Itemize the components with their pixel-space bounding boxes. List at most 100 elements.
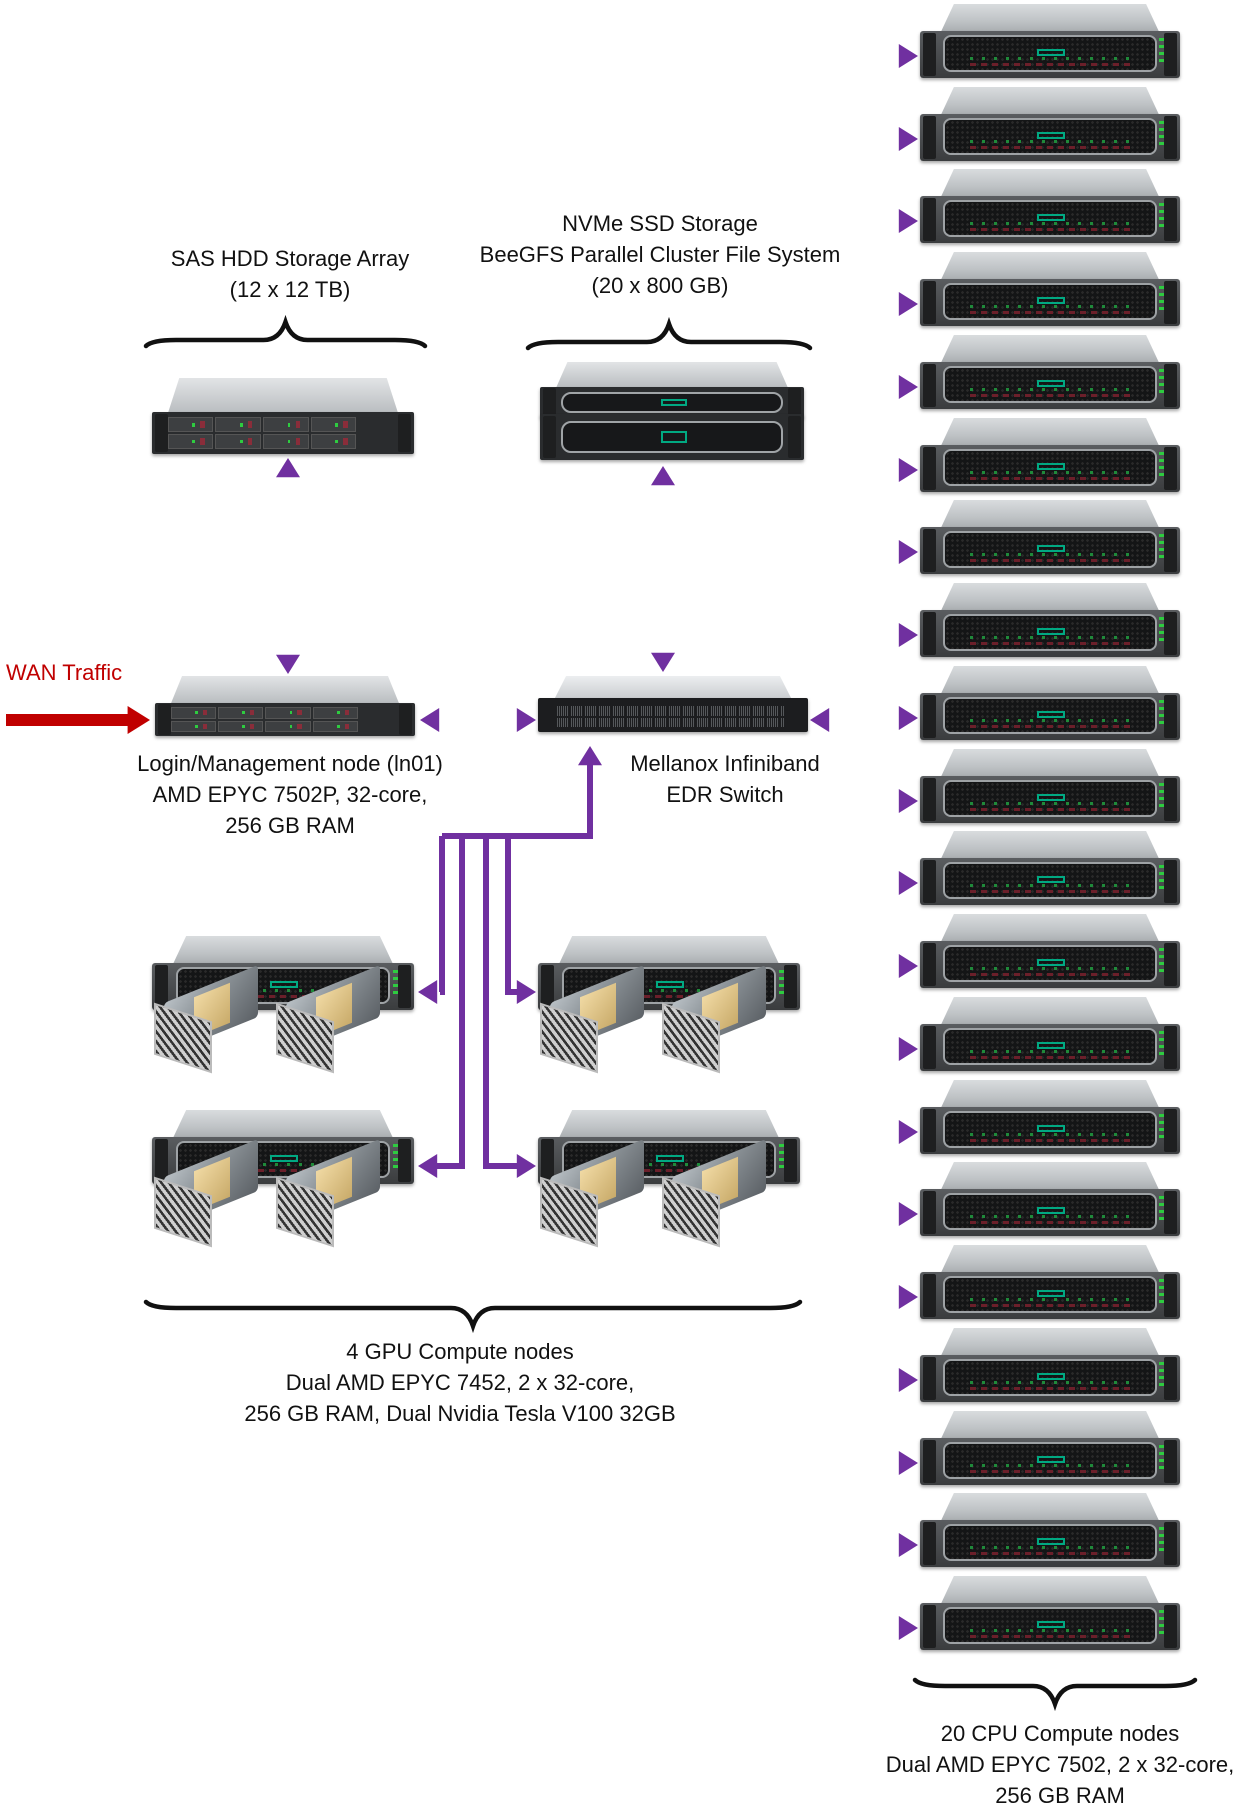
arrowhead-down-icon xyxy=(276,654,300,674)
cpu-node-15 xyxy=(920,1162,1180,1236)
hpe-logo-icon xyxy=(1037,1372,1065,1381)
gpu-nodes-label: 4 GPU Compute nodes Dual AMD EPYC 7452, … xyxy=(180,1336,740,1429)
login-node-cpu: AMD EPYC 7502P, 32-core, xyxy=(152,782,428,807)
wan-arrowhead-icon xyxy=(127,706,150,734)
gpu-nodes-brace xyxy=(143,1299,803,1334)
arrowhead-right-icon xyxy=(898,871,918,895)
switch-title: Mellanox Infiniband xyxy=(630,751,820,776)
hpe-logo-icon xyxy=(270,1154,298,1163)
sas-storage-capacity: (12 x 12 TB) xyxy=(229,277,351,302)
cpu-node-7 xyxy=(920,500,1180,574)
gpu-card-icon xyxy=(154,965,258,1074)
nvme-storage-brace xyxy=(525,316,813,351)
login-node-label: Login/Management node (ln01) AMD EPYC 75… xyxy=(100,748,480,841)
nvme-storage-title: NVMe SSD Storage xyxy=(562,211,758,236)
hpe-logo-icon xyxy=(1037,875,1065,884)
arrowhead-right-icon xyxy=(898,1285,918,1309)
cpu-node-12 xyxy=(920,914,1180,988)
cpu-node-14 xyxy=(920,1080,1180,1154)
gpu-card-icon xyxy=(662,965,766,1074)
gpu-link-4 xyxy=(483,836,520,1169)
gpu-card-icon xyxy=(540,965,644,1074)
hpe-logo-icon xyxy=(656,1154,684,1163)
cpu-node-6 xyxy=(920,418,1180,492)
hpe-logo-icon xyxy=(1037,710,1065,719)
hpe-logo-icon xyxy=(1037,627,1065,636)
nvme-storage-server-1 xyxy=(540,362,804,418)
switch-ports xyxy=(556,703,784,728)
arrowhead-right-icon xyxy=(898,706,918,730)
hpe-logo-icon xyxy=(661,430,688,443)
arrowhead-right-icon xyxy=(898,292,918,316)
wan-traffic-label: WAN Traffic xyxy=(6,660,123,685)
cpu-node-11 xyxy=(920,831,1180,905)
arrowhead-right-icon xyxy=(516,1154,536,1178)
cpu-node-3 xyxy=(920,169,1180,243)
hpe-logo-icon xyxy=(1037,1620,1065,1629)
cpu-node-16 xyxy=(920,1245,1180,1319)
gpu-link-3 xyxy=(436,836,465,1169)
cpu-nodes-brace xyxy=(912,1677,1198,1712)
gpu-card-icon xyxy=(662,1139,766,1248)
nvme-storage-label: NVMe SSD Storage BeeGFS Parallel Cluster… xyxy=(440,208,880,301)
hpe-logo-icon xyxy=(1037,1206,1065,1215)
arrowhead-left-icon xyxy=(810,708,830,732)
gpu-link-2 xyxy=(505,836,520,995)
hpe-logo-icon xyxy=(1037,1041,1065,1050)
hpe-logo-icon xyxy=(1037,544,1065,553)
arrowhead-right-icon xyxy=(898,44,918,68)
cpu-node-9 xyxy=(920,666,1180,740)
hpe-logo-icon xyxy=(1037,958,1065,967)
nvme-storage-server-2 xyxy=(540,414,804,460)
arrowhead-right-icon xyxy=(898,127,918,151)
hpe-logo-icon xyxy=(1037,462,1065,471)
arrowhead-right-icon xyxy=(898,1037,918,1061)
nvme-storage-capacity: (20 x 800 GB) xyxy=(591,273,729,298)
cpu-node-17 xyxy=(920,1328,1180,1402)
arrowhead-right-icon xyxy=(898,789,918,813)
arrowhead-left-icon xyxy=(418,980,438,1004)
cpu-node-10 xyxy=(920,749,1180,823)
arrowhead-right-icon xyxy=(898,458,918,482)
gpu-nodes-cpu: Dual AMD EPYC 7452, 2 x 32-core, xyxy=(285,1370,635,1395)
gpu-nodes-ram-gpu: 256 GB RAM, Dual Nvidia Tesla V100 32GB xyxy=(244,1401,676,1426)
gpu-trunk xyxy=(442,762,593,839)
cpu-nodes-ram: 256 GB RAM xyxy=(995,1783,1125,1808)
arrowhead-right-icon xyxy=(898,1202,918,1226)
arrowhead-up-icon xyxy=(578,746,602,766)
switch-type: EDR Switch xyxy=(666,782,784,807)
cpu-node-2 xyxy=(920,87,1180,161)
hpe-logo-icon xyxy=(1037,213,1065,222)
arrowhead-right-icon xyxy=(898,209,918,233)
cpu-node-18 xyxy=(920,1411,1180,1485)
infiniband-switch xyxy=(538,676,808,732)
hpe-logo-icon xyxy=(270,980,298,989)
hpe-logo-icon xyxy=(1037,296,1065,305)
arrowhead-left-icon xyxy=(420,708,440,732)
hpe-logo-icon xyxy=(661,398,688,407)
arrowhead-down-icon xyxy=(651,652,675,672)
login-node-title: Login/Management node (ln01) xyxy=(137,751,443,776)
arrowhead-right-icon xyxy=(898,1451,918,1475)
cpu-nodes-cpu: Dual AMD EPYC 7502, 2 x 32-core, xyxy=(885,1752,1235,1777)
login-node-server xyxy=(155,676,415,736)
login-node-ram: 256 GB RAM xyxy=(225,813,355,838)
cpu-node-4 xyxy=(920,252,1180,326)
arrowhead-right-icon xyxy=(898,375,918,399)
gpu-card-icon xyxy=(154,1139,258,1248)
hpe-logo-icon xyxy=(1037,379,1065,388)
cpu-node-5 xyxy=(920,335,1180,409)
gpu-card-icon xyxy=(276,1139,380,1248)
sas-storage-label: SAS HDD Storage Array (12 x 12 TB) xyxy=(120,243,460,305)
gpu-nodes-title: 4 GPU Compute nodes xyxy=(346,1339,574,1364)
sas-storage-brace xyxy=(143,314,428,349)
cpu-nodes-label: 20 CPU Compute nodes Dual AMD EPYC 7502,… xyxy=(850,1718,1240,1811)
switch-label: Mellanox Infiniband EDR Switch xyxy=(590,748,860,810)
hpe-logo-icon xyxy=(1037,1455,1065,1464)
arrowhead-right-icon xyxy=(898,1120,918,1144)
cpu-node-8 xyxy=(920,583,1180,657)
cpu-node-1 xyxy=(920,4,1180,78)
sas-storage-title: SAS HDD Storage Array xyxy=(170,246,410,271)
arrowhead-up-icon xyxy=(276,458,300,478)
